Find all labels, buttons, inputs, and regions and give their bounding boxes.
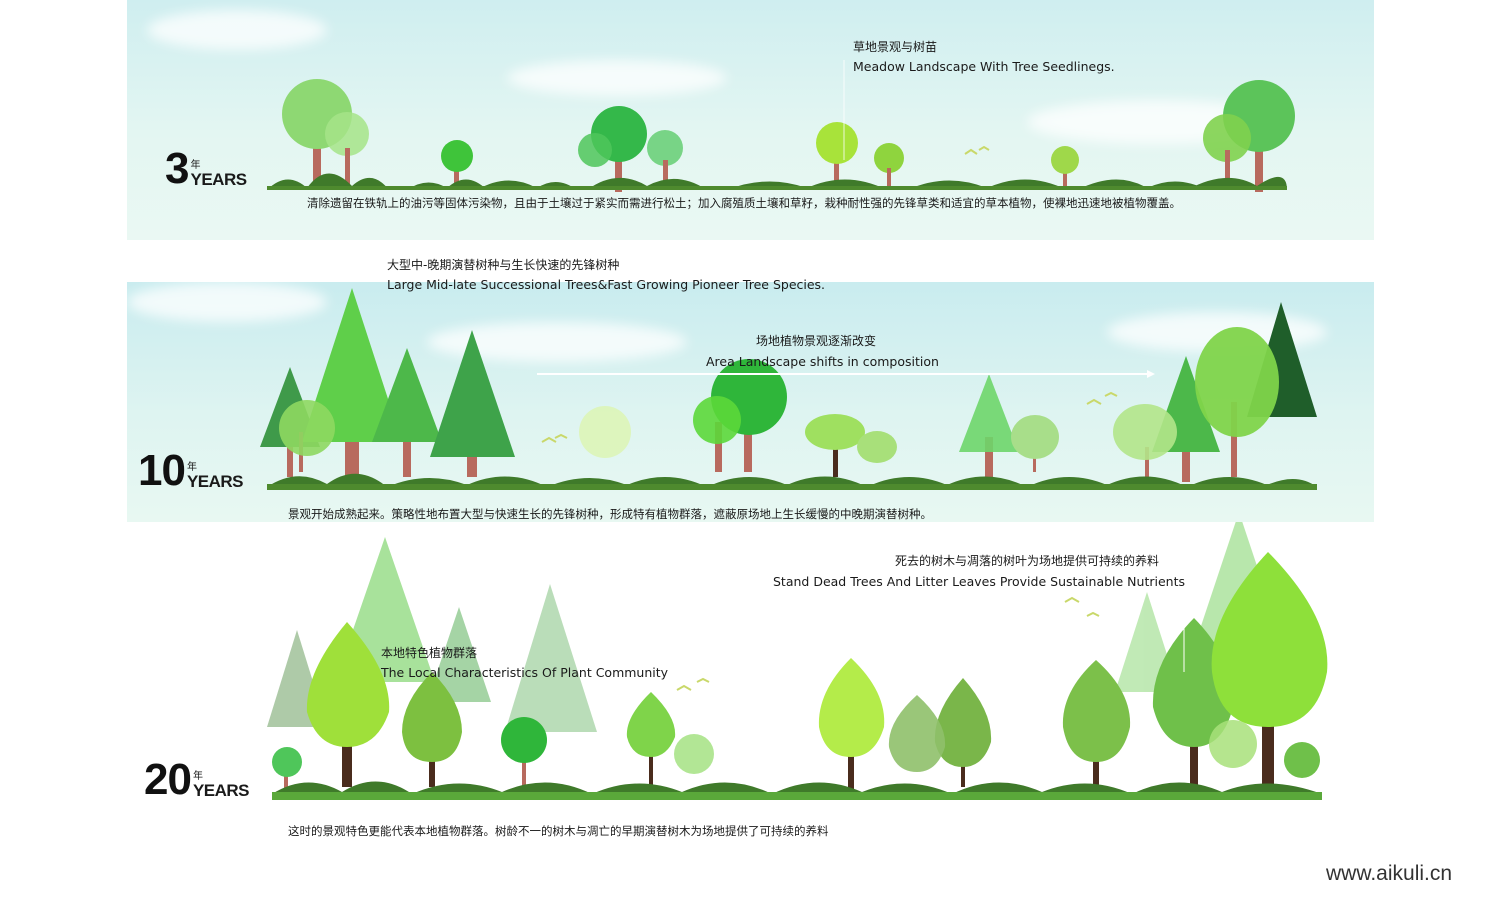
stage-10-description: 景观开始成熟起来。策略性地布置大型与快速生长的先锋树种，形成特有植物群落，遮蔽原… xyxy=(288,507,932,521)
years-label-10: 10 年 YEARS xyxy=(138,446,244,495)
young-tree xyxy=(805,414,897,477)
stage-20-title-zh: 本地特色植物群落 xyxy=(381,646,478,660)
stage-3-title-zh: 草地景观与树苗 xyxy=(853,40,938,54)
stage-3-description: 清除遗留在铁轨上的油污等固体污染物，且由于土壤过于紧实而需进行松土；加入腐殖质土… xyxy=(307,196,1181,210)
leaf-tree xyxy=(934,678,992,787)
pine-tree xyxy=(302,288,402,477)
leaf-tree xyxy=(1062,660,1131,792)
round-tree xyxy=(674,734,714,774)
years-cn: 年 xyxy=(186,462,197,473)
stage-10-title2-zh: 场地植物景观逐渐改变 xyxy=(756,334,877,348)
stage-10-title-en: Large Mid-late Successional Trees&Fast G… xyxy=(387,277,826,292)
round-tree xyxy=(1011,415,1059,472)
bird-icon xyxy=(676,677,710,691)
leaf-tree xyxy=(306,622,390,787)
leaf-tree xyxy=(888,695,946,772)
round-tree xyxy=(579,406,631,458)
pine-tree xyxy=(372,348,442,477)
cloud xyxy=(147,10,327,50)
leaf-tree xyxy=(1211,552,1328,792)
stage-20-title2-en: Stand Dead Trees And Litter Leaves Provi… xyxy=(773,574,1185,589)
years-en: YEARS xyxy=(192,781,250,800)
stage-10-title2-en: Area Landscape shifts in composition xyxy=(706,354,939,369)
bird-icon xyxy=(1086,391,1118,405)
years-en: YEARS xyxy=(190,170,247,189)
round-tree xyxy=(279,400,335,472)
seedling-tree xyxy=(282,79,369,190)
stage-3-years-panel xyxy=(127,0,1374,240)
stage-20-title2-zh: 死去的树木与凋落的树叶为场地提供可持续的养料 xyxy=(895,554,1160,568)
round-tree xyxy=(272,747,302,792)
stage-20-description: 这时的景观特色更能代表本地植物群落。树龄不一的树木与凋亡的早期演替树木为场地提供… xyxy=(288,824,829,838)
years-label-20: 20 年 YEARS xyxy=(144,755,250,804)
stage-10-years-illustration xyxy=(260,288,1317,490)
years-label-3: 3 年 YEARS xyxy=(165,147,247,191)
cloud xyxy=(127,282,327,322)
years-number: 3 xyxy=(165,144,190,193)
bird-icon xyxy=(541,433,568,443)
pine-tree xyxy=(430,330,515,477)
years-cn: 年 xyxy=(192,771,203,782)
years-en: YEARS xyxy=(186,472,244,491)
round-tree xyxy=(1195,327,1279,477)
bird-icon xyxy=(964,145,990,155)
stage-3-years-illustration xyxy=(267,60,1295,192)
seedling-tree xyxy=(816,122,904,190)
stage-3-title-en: Meadow Landscape With Tree Seedlinegs. xyxy=(853,59,1115,74)
leaf-tree xyxy=(818,658,885,792)
seedling-tree xyxy=(441,140,473,190)
seedling-tree xyxy=(578,106,683,192)
years-cn: 年 xyxy=(190,160,201,171)
round-tree xyxy=(501,717,547,787)
stage-10-title-zh: 大型中-晚期演替树种与生长快速的先锋树种 xyxy=(387,258,620,272)
ground-bushes xyxy=(272,781,1322,794)
seedling-tree xyxy=(1203,80,1295,192)
stage-10-years-panel xyxy=(127,282,1374,522)
years-number: 10 xyxy=(138,446,186,495)
pine-tree xyxy=(959,374,1019,477)
cloud xyxy=(507,60,727,96)
round-tree xyxy=(693,359,787,472)
leaf-tree xyxy=(626,692,676,787)
watermark: www.aikuli.cn xyxy=(1326,862,1453,885)
leaf-tree xyxy=(402,672,462,787)
bird-icon xyxy=(1064,596,1100,617)
seedling-tree xyxy=(1051,146,1079,190)
round-tree xyxy=(1209,720,1320,778)
stage-20-years-panel xyxy=(127,522,1374,852)
stage-20-years-illustration xyxy=(267,522,1328,800)
years-number: 20 xyxy=(144,755,192,804)
round-tree xyxy=(1113,404,1177,477)
arrow-head-icon xyxy=(1147,370,1155,378)
stage-20-title-en: The Local Characteristics Of Plant Commu… xyxy=(381,665,669,680)
